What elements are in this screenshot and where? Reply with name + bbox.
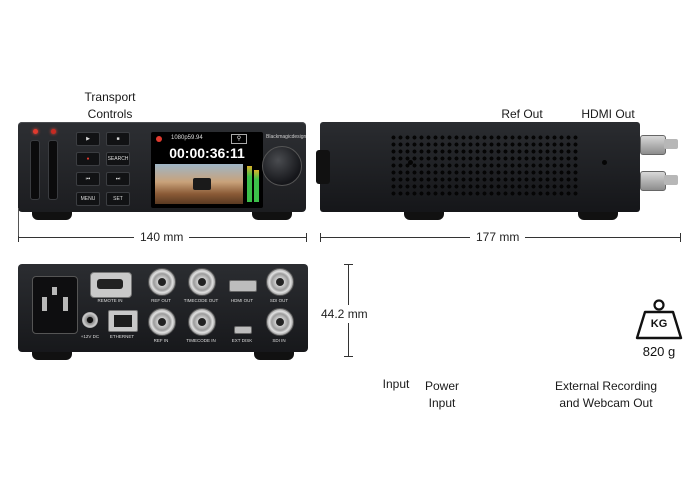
brand-logo: Blackmagicdesign: [266, 134, 307, 140]
record-icon: ●: [86, 156, 90, 162]
ethernet-port: [108, 310, 138, 332]
ref-out-rear-label: REF OUT: [151, 298, 171, 303]
ethernet-label: ETHERNET: [109, 334, 135, 339]
rear-panel-image: REMOTE IN +12V DC ETHERNET REF OUT TIMEC…: [18, 264, 308, 360]
fader-right: [48, 140, 58, 200]
timecode-in-label: TIMECODE IN: [186, 338, 216, 343]
weight-value: 820 g: [642, 344, 676, 359]
skip-forward-icon: ⏭: [115, 176, 121, 182]
screw-icon: [408, 160, 413, 165]
card-icon: ⚲: [231, 134, 247, 144]
height-dimension: 44.2 mm: [317, 305, 372, 323]
hdmi-out-port: [229, 280, 257, 292]
front-panel-image: ▶ ■ ● SEARCH ⏮ ⏭ MENU SET 1080p59.94 ⚲ 0…: [18, 122, 307, 220]
search-button: SEARCH: [106, 152, 130, 166]
vent-grille: [390, 134, 580, 196]
previous-button: ⏮: [76, 172, 100, 186]
skip-back-icon: ⏮: [85, 176, 91, 182]
sdi-out-connector: [640, 171, 666, 191]
weight-icon-text: KG: [650, 318, 668, 330]
set-button: SET: [106, 192, 130, 206]
play-button: ▶: [76, 132, 100, 146]
format-text: 1080p59.94: [171, 135, 203, 141]
ref-out-connector: [640, 135, 666, 155]
weight-icon: [635, 299, 683, 340]
record-indicator-icon: [156, 136, 162, 142]
hdmi-out-label: HDMI Out: [581, 107, 635, 121]
menu-button: MENU: [76, 192, 100, 206]
power-input-label: Power Input: [424, 379, 459, 410]
video-preview: [155, 164, 243, 204]
external-recording-label: External Recording and Webcam Out: [554, 379, 658, 410]
jog-knob: [262, 146, 302, 186]
timecode-out-label: TIMECODE OUT: [183, 298, 219, 303]
audio-meter-right: [254, 170, 259, 202]
record-button: ●: [76, 152, 100, 166]
remote-in-port: [90, 272, 132, 298]
sdi-out-bnc: [266, 268, 294, 296]
sdi-in-bnc: [266, 308, 294, 336]
timecode-out-bnc: [188, 268, 216, 296]
input-label: Input: [382, 377, 410, 391]
sdi-out-rear-label: SDI OUT: [269, 298, 289, 303]
ref-out-label: Ref Out: [501, 107, 543, 121]
fader-left: [30, 140, 40, 200]
screw-icon: [602, 160, 607, 165]
record-led-icon: [51, 129, 56, 134]
ext-disk-port: [234, 326, 252, 334]
stop-icon: ■: [116, 136, 120, 142]
dc-label: +12V DC: [80, 334, 100, 339]
width-dimension: 140 mm: [134, 230, 190, 244]
timecode-display: 00:00:36:11: [169, 145, 245, 161]
sdi-in-label: SDI IN: [272, 338, 286, 343]
audio-meter-left: [247, 166, 252, 202]
dc-power-port: [82, 312, 98, 328]
lcd-screen: 1080p59.94 ⚲ 00:00:36:11: [151, 132, 263, 208]
next-button: ⏭: [106, 172, 130, 186]
side-view-image: [316, 122, 640, 220]
transport-controls-label: Transport Controls: [84, 90, 136, 121]
knob-side: [316, 150, 330, 184]
vehicle-shape: [193, 178, 211, 190]
record-led-icon: [33, 129, 38, 134]
ref-in-bnc: [148, 308, 176, 336]
ref-in-label: REF IN: [153, 338, 169, 343]
power-socket: [32, 276, 78, 334]
stop-button: ■: [106, 132, 130, 146]
hdmi-out-rear-label: HDMI OUT: [230, 298, 254, 303]
play-icon: ▶: [86, 136, 90, 142]
depth-dimension: 177 mm: [470, 230, 526, 244]
ext-disk-label: EXT DISK: [231, 338, 253, 343]
ref-out-bnc: [148, 268, 176, 296]
timecode-in-bnc: [188, 308, 216, 336]
remote-in-label: REMOTE IN: [97, 298, 123, 303]
